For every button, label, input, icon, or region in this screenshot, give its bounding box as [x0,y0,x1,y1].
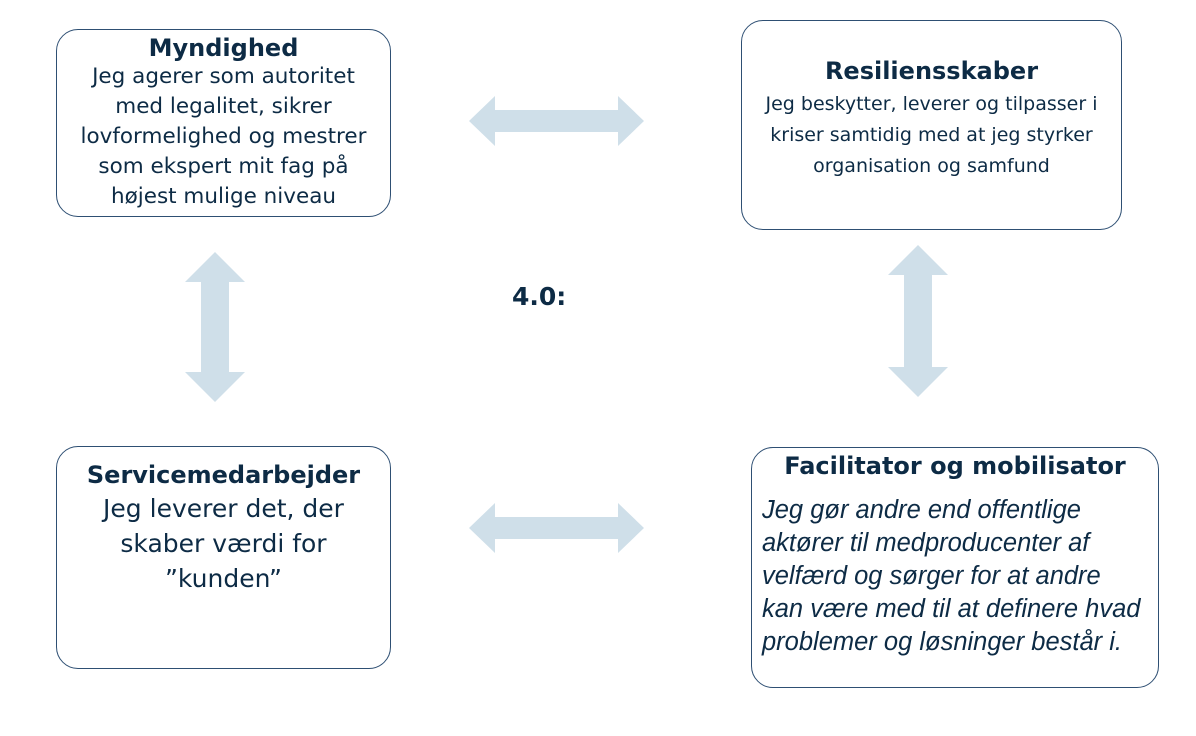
box-title: Servicemedarbejder [86,461,361,489]
box-resiliensskaber: Resiliensskaber Jeg beskytter, leverer o… [741,20,1122,230]
box-title: Facilitator og mobilisator [784,452,1126,480]
arrow-myndighed-servicemedarbejder [185,252,245,402]
box-title: Resiliensskaber [824,57,1039,85]
box-body: Jeg beskytter, leverer og tilpasser i kr… [765,93,1098,177]
box-facilitator: Facilitator og mobilisator Jeg gør andre… [751,447,1159,688]
box-myndighed: Myndighed Jeg agerer som autoritet med l… [56,29,391,217]
box-body: Jeg leverer det, der skaber værdi for ”k… [103,494,344,593]
box-body: Jeg agerer som autoritet med legalitet, … [80,64,367,209]
box-title: Myndighed [148,34,299,62]
box-servicemedarbejder: Servicemedarbejder Jeg leverer det, der … [56,446,391,669]
arrow-resilienskaber-facilitator [888,245,948,397]
box-body: Jeg gør andre end offentlige aktører til… [762,496,1141,656]
arrow-servicemedarbejder-facilitator [469,503,644,553]
arrow-myndighed-resilienskaber [469,96,644,146]
center-label: 4.0: [512,282,567,311]
